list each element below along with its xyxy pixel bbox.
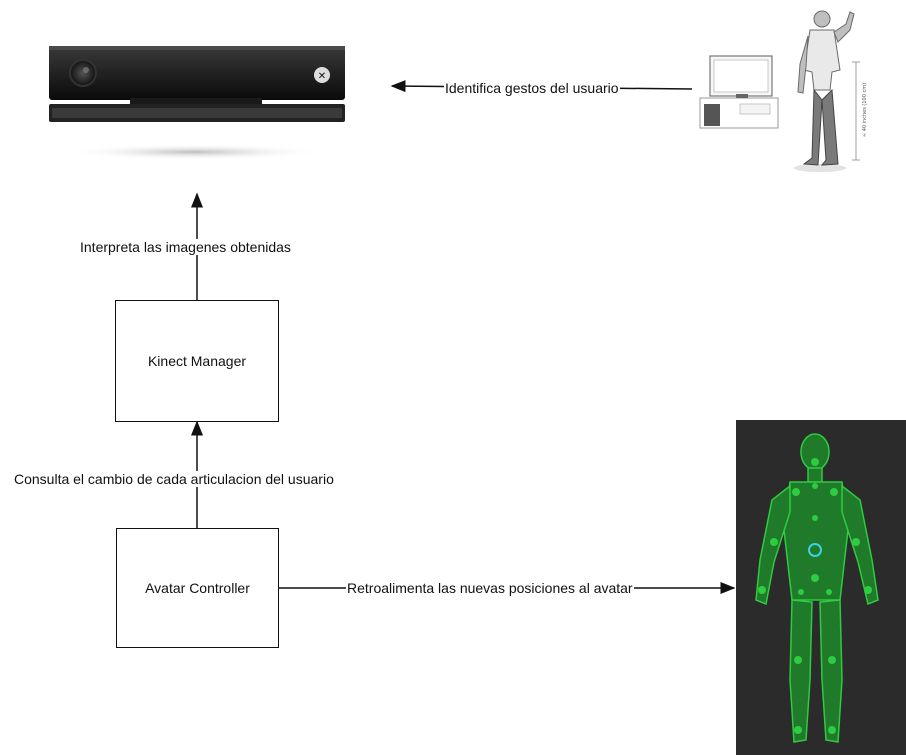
- label-retroalimenta: Retroalimenta las nuevas posiciones al a…: [346, 580, 634, 596]
- label-identifica: Identifica gestos del usuario: [444, 80, 620, 96]
- label-consulta: Consulta el cambio de cada articulacion …: [12, 471, 336, 487]
- svg-text:≈ 40 inches (100 cm): ≈ 40 inches (100 cm): [862, 83, 868, 137]
- kinect-manager-label: Kinect Manager: [147, 353, 247, 369]
- svg-text:✕: ✕: [318, 71, 326, 82]
- avatar-controller-label: Avatar Controller: [145, 580, 250, 596]
- label-interpreta: Interpreta las imagenes obtenidas: [78, 239, 293, 255]
- avatar-controller-box: Avatar Controller: [116, 528, 279, 648]
- kinect-manager-box: Kinect Manager: [115, 300, 279, 422]
- kinect-sensor-image: ✕: [49, 46, 345, 160]
- avatar-skeleton-image: [736, 420, 906, 755]
- user-scene-image: ≈ 40 inches (100 cm): [699, 10, 868, 172]
